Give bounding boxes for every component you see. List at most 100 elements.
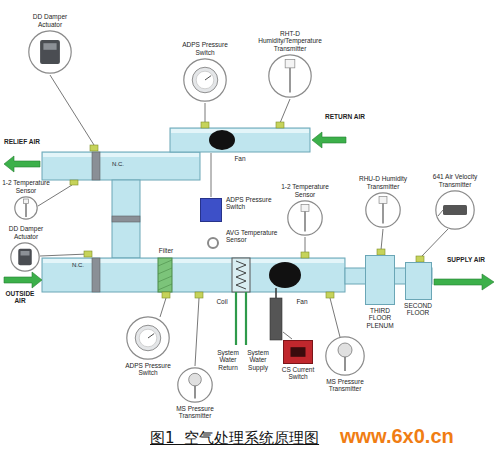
callout-label: 641 Air Velocity Transmitter — [427, 173, 483, 188]
leader-line — [381, 229, 383, 250]
callout-ring — [178, 368, 212, 402]
callout-label: SECOND FLOOR — [401, 302, 435, 317]
leader-line — [305, 237, 306, 252]
leader-line — [205, 103, 206, 123]
callout-ring — [11, 243, 39, 271]
gauge-dial — [139, 329, 157, 347]
return-pipe — [235, 292, 237, 345]
callout-ring — [15, 197, 37, 219]
node-outline — [365, 192, 401, 228]
leader-line — [40, 254, 88, 256]
callout-circle: DD Damper Actuator — [10, 242, 40, 272]
node-outline — [183, 58, 227, 102]
callout-circle: RHT-D Humidity/Temperature Transmitter — [268, 54, 312, 98]
supply-duct — [42, 258, 345, 292]
probe-head — [23, 199, 28, 204]
callout-ring — [184, 59, 226, 101]
node-outline — [283, 340, 313, 364]
callout-circle: RHU-D Humidity Transmitter — [365, 192, 401, 228]
transmitter-head — [338, 343, 352, 357]
callout-ring — [288, 201, 322, 235]
return-fan — [209, 130, 235, 150]
node-body — [284, 341, 313, 364]
figure-caption: 图1 空气处理系统原理图 — [150, 429, 319, 448]
leader-line — [422, 229, 448, 256]
sensor-box — [326, 292, 334, 298]
node-outline — [14, 196, 38, 220]
transmitter-stem — [194, 385, 196, 399]
leader-line — [211, 153, 212, 197]
actuator-body — [18, 249, 32, 266]
part-label: Fan — [230, 155, 250, 162]
duct-top-face — [43, 129, 344, 263]
gauge-body — [135, 325, 161, 351]
callout-circle: DD Damper Actuator — [28, 30, 72, 74]
transmitter-head — [189, 373, 202, 386]
transmitter-probe — [438, 210, 443, 216]
fan-motor — [270, 298, 282, 340]
gauge-needle — [205, 76, 211, 80]
sensor-label: AVG Temperature Sensor — [226, 229, 282, 244]
floor-plenum-box: THIRD FLOOR PLENUM — [365, 255, 395, 305]
leader-lines — [38, 75, 448, 366]
probe-head — [285, 60, 295, 68]
probe-stem — [289, 67, 291, 92]
coil — [232, 258, 250, 292]
callout-ring — [436, 191, 474, 229]
transmitter-stem — [344, 356, 346, 371]
part-label: Filter — [152, 247, 180, 254]
callout-circle: MS Pressure Transmitter — [177, 367, 213, 403]
callout-circle: MS Pressure Transmitter — [325, 336, 365, 376]
node-body — [201, 199, 222, 222]
fan-shaft — [275, 288, 277, 298]
damper — [92, 152, 100, 180]
callout-ring — [366, 193, 400, 227]
filter-bank — [158, 258, 172, 292]
airflow-label: RETURN AIR — [320, 113, 370, 120]
return-arrow — [312, 132, 346, 148]
sensor-box — [201, 122, 209, 128]
dampers — [92, 152, 140, 292]
callout-label: ADPS Pressure Switch — [180, 41, 230, 56]
callout-label: MS Pressure Transmitter — [168, 405, 222, 420]
switch-face — [291, 347, 306, 357]
callout-circle: 1-2 Temperature Sensor — [287, 200, 323, 236]
actuator-panel — [43, 43, 56, 50]
airflow-label: SUPPLY AIR — [446, 256, 486, 263]
water-pipes — [236, 292, 246, 345]
coil-frame — [232, 258, 250, 292]
damper — [112, 216, 140, 222]
node-outline — [287, 200, 323, 236]
callout-circle: 641 Air Velocity Transmitter — [435, 190, 475, 230]
callout-label: RHT-D Humidity/Temperature Transmitter — [251, 30, 329, 52]
probe-stem — [304, 211, 306, 232]
leader-line — [195, 298, 199, 366]
sensor-box — [90, 145, 98, 151]
duct-face — [43, 153, 199, 157]
probe-stem — [25, 203, 27, 217]
callout-label: DD Damper Actuator — [28, 13, 72, 28]
floor-box: SECOND FLOOR — [405, 262, 432, 300]
supply-arrow — [434, 274, 494, 290]
node-outline — [28, 30, 72, 74]
leader-line — [330, 298, 340, 337]
node-outline — [405, 262, 432, 300]
sensor-box — [276, 122, 284, 128]
callout-label: DD Damper Actuator — [2, 225, 50, 240]
callout-label: RHU-D Humidity Transmitter — [357, 175, 409, 190]
leader-line — [38, 185, 72, 206]
return-duct — [170, 128, 310, 152]
probe-head — [379, 197, 387, 204]
duct-face — [171, 129, 309, 133]
node-outline — [177, 367, 213, 403]
filter — [158, 258, 172, 292]
callout-label: THIRD FLOOR PLENUM — [361, 307, 399, 329]
transmitter-body — [443, 205, 467, 215]
supply-fan — [269, 262, 301, 288]
node-body — [405, 263, 431, 300]
part-label: Fan — [292, 298, 312, 305]
watermark: www.6x0.cn — [340, 425, 498, 448]
leader-line — [283, 332, 292, 339]
node-outline — [126, 316, 170, 360]
